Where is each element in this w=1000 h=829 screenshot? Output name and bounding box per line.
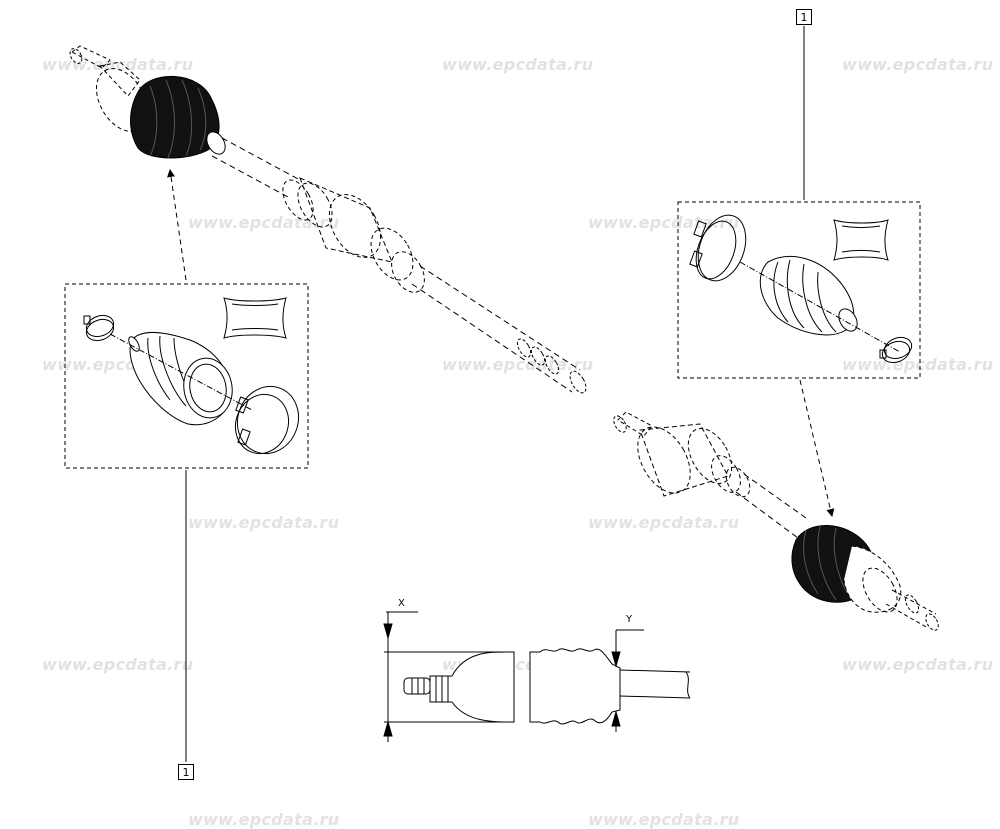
lower-drive-shaft — [613, 411, 939, 631]
watermark: www.epcdata.ru — [42, 55, 194, 74]
callout-ref-box: 1 — [796, 9, 812, 25]
watermark: www.epcdata.ru — [842, 355, 994, 374]
watermark: www.epcdata.ru — [588, 513, 740, 532]
leader-arrow — [799, 379, 835, 517]
watermark: www.epcdata.ru — [842, 55, 994, 74]
leader-arrow — [167, 169, 187, 281]
right-boot-kit — [677, 201, 921, 379]
callout-ref-box: 1 — [178, 764, 194, 780]
boot — [759, 255, 858, 336]
watermark: www.epcdata.ru — [842, 655, 994, 674]
dimension-y-label: Y — [626, 614, 633, 625]
dimension-detail — [383, 611, 691, 742]
watermark: www.epcdata.ru — [188, 513, 340, 532]
boot-profile — [529, 648, 621, 725]
watermark: www.epcdata.ru — [442, 55, 594, 74]
grease-sachet-icon — [833, 219, 889, 261]
large-clamp — [689, 214, 747, 282]
small-clamp — [83, 314, 115, 342]
upper-drive-shaft — [69, 45, 587, 394]
watermark: www.epcdata.ru — [442, 355, 594, 374]
dimension-x-label: X — [398, 598, 405, 609]
left-boot-kit — [64, 283, 309, 469]
large-clamp — [235, 385, 299, 455]
watermark: www.epcdata.ru — [42, 655, 194, 674]
boot — [128, 332, 233, 426]
grease-sachet-icon — [223, 297, 287, 339]
watermark: www.epcdata.ru — [188, 213, 340, 232]
small-clamp — [879, 336, 913, 364]
watermark: www.epcdata.ru — [588, 213, 740, 232]
